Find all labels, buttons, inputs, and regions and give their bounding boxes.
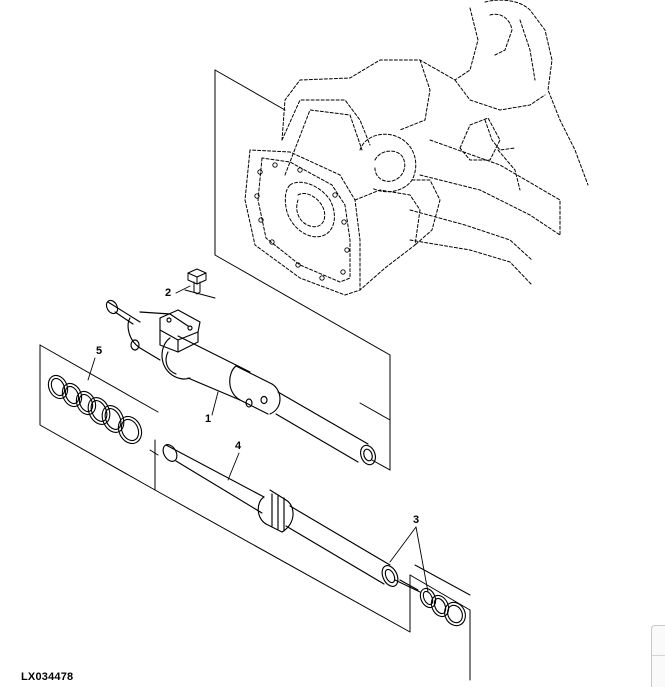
callout-4: 4	[235, 440, 242, 452]
axle-housing-outline	[244, 0, 589, 296]
callout-2: 2	[165, 287, 172, 299]
seal-kit-box	[39, 344, 159, 491]
steering-cylinder-part-1	[105, 299, 376, 466]
callout-5: 5	[96, 345, 103, 357]
callout-3: 3	[413, 514, 420, 526]
corner-scroll-tab[interactable]	[651, 625, 665, 687]
piston-rod-part-4	[162, 444, 399, 587]
cap-screw-part-2	[187, 268, 207, 295]
leader-lines	[87, 285, 429, 593]
piston-kit-box	[149, 449, 471, 681]
seal-rings-part-5	[47, 374, 143, 445]
rings-part-3	[399, 579, 466, 627]
figure-id-label: LX034478	[21, 671, 74, 683]
assembly-reference-lines	[184, 69, 391, 471]
callout-1: 1	[205, 413, 212, 425]
